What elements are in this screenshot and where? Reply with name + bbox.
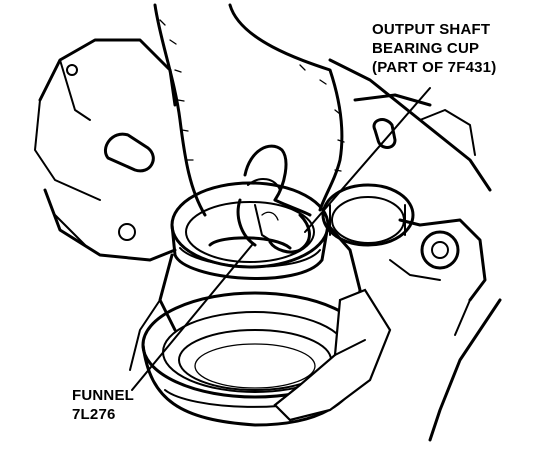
leader-line-bearing-cup (304, 87, 431, 233)
callout-funnel: FUNNEL 7L276 (72, 386, 134, 424)
callout-line: FUNNEL (72, 387, 135, 404)
callout-line: BEARING CUP (372, 40, 480, 57)
rear-bearing-bore (321, 183, 415, 247)
technician-hand (153, 3, 345, 254)
case-bolt-hole-right (420, 230, 460, 270)
case-bolt-hole (118, 223, 136, 241)
case-bolt-hole (66, 64, 78, 76)
leader-line-funnel (131, 244, 253, 391)
callout-line: (PART OF 7F431) (372, 59, 497, 76)
leader-lines (131, 87, 431, 391)
callout-line: 7L276 (72, 406, 116, 423)
callout-output-shaft-bearing-cup: OUTPUT SHAFT BEARING CUP (PART OF 7F431) (372, 20, 496, 77)
callout-line: OUTPUT SHAFT (372, 21, 491, 38)
case-bolt-slot (104, 132, 155, 173)
funnel-7l276 (141, 223, 392, 427)
